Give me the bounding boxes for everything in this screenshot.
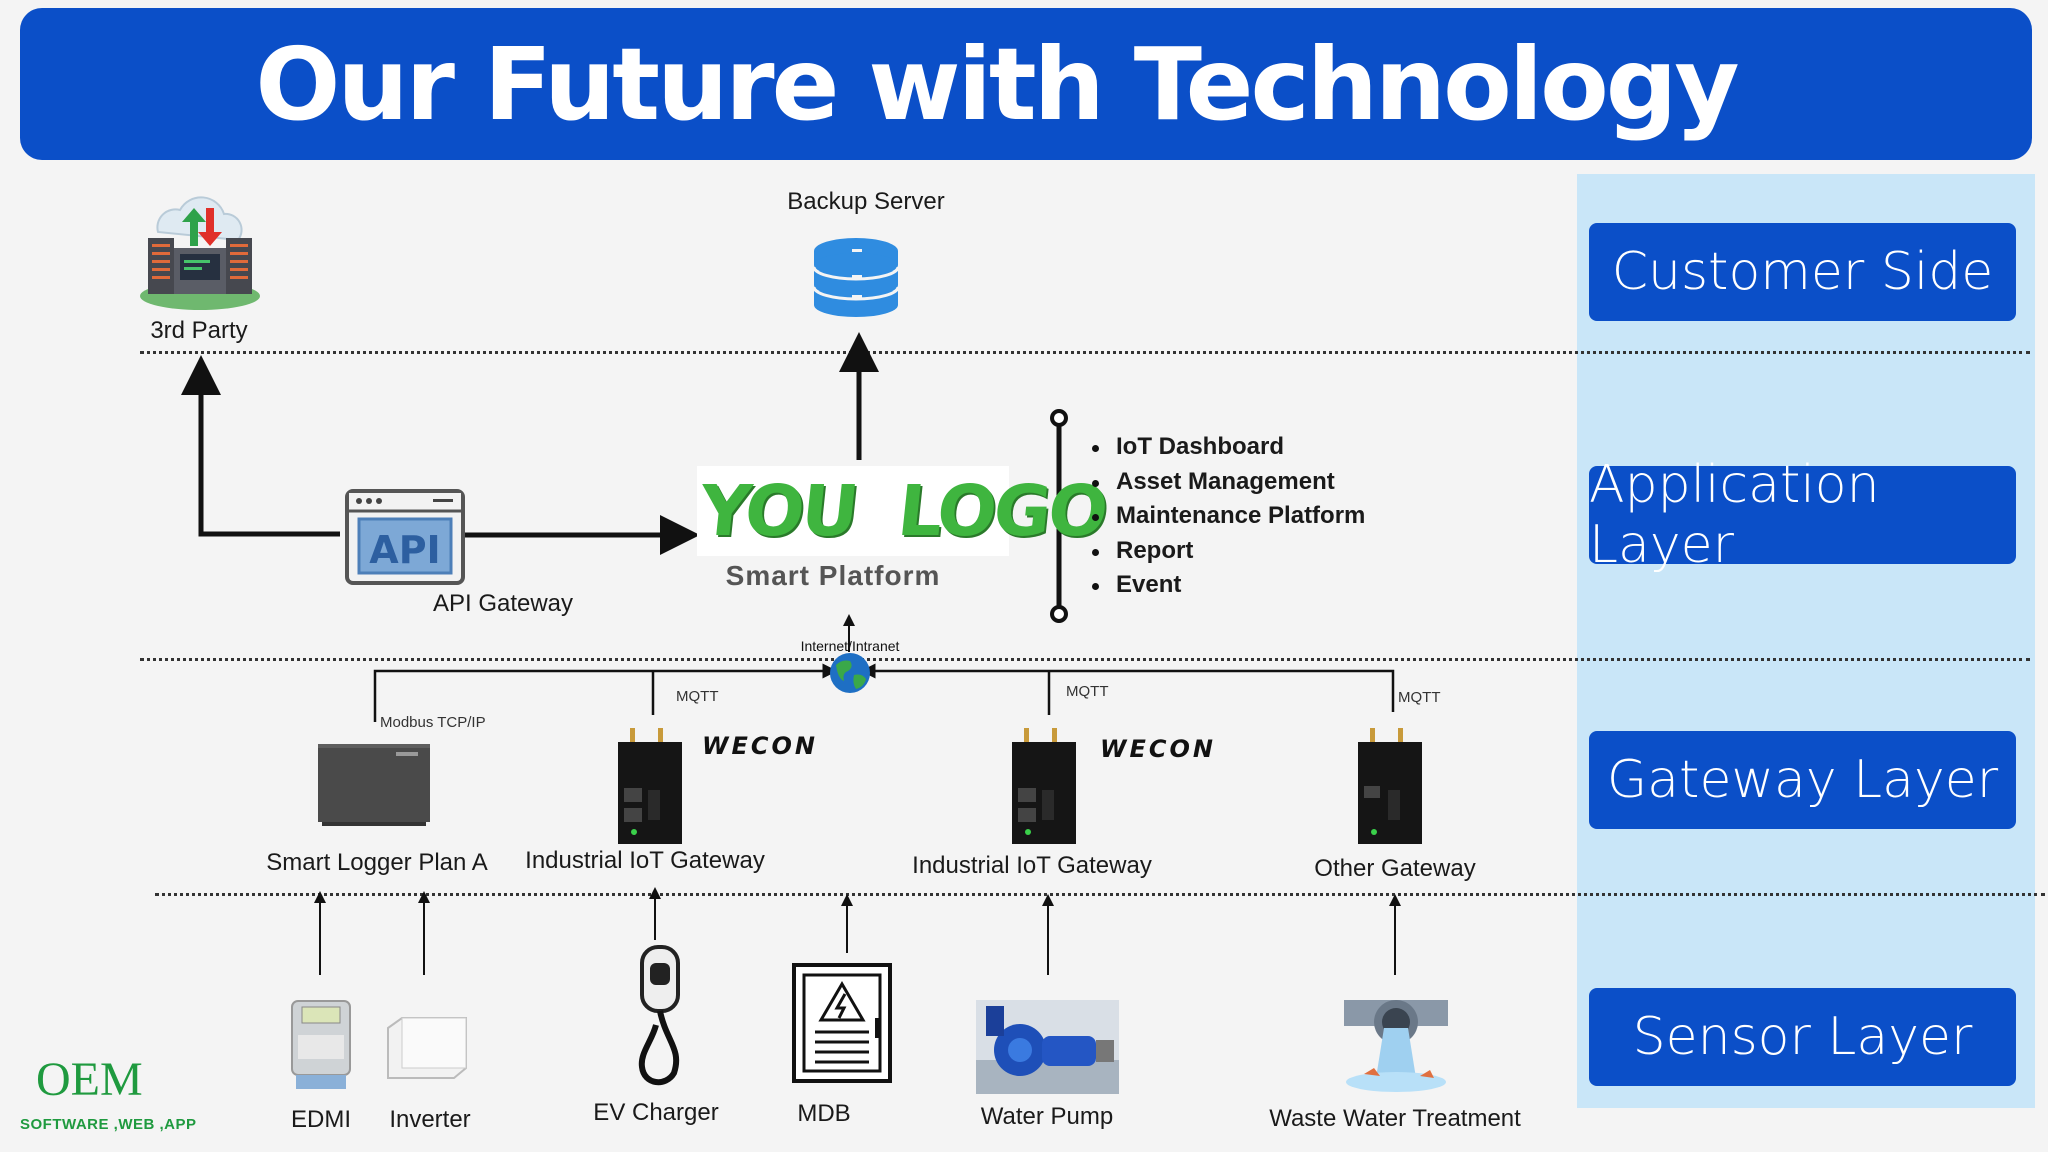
page-title: Our Future with Technology (255, 25, 1739, 143)
protocol-mqtt-1-label: MQTT (676, 688, 719, 705)
logo-word-right: LOGO (893, 470, 1110, 552)
feature-list: IoT Dashboard Asset Management Maintenan… (1090, 430, 1365, 603)
sensor-edmi-label: EDMI (291, 1106, 351, 1133)
sensor-inverter-label: Inverter (389, 1106, 471, 1133)
edmi-meter-icon (291, 1000, 351, 1089)
industrial-iot-gateway-1-icon (618, 728, 682, 844)
sensor-water-pump-label: Water Pump (980, 1103, 1114, 1130)
feature-asset-management: Asset Management (1090, 465, 1365, 500)
backup-server-label: Backup Server (787, 188, 945, 215)
layer-customer-side-button[interactable]: Customer Side (1589, 223, 2016, 321)
water-pump-icon (976, 1000, 1119, 1094)
layer-panel (1577, 174, 2035, 1108)
other-gateway-icon (1358, 728, 1422, 844)
oem-brand-name: OEM (36, 1053, 143, 1106)
smart-logger-label: Smart Logger Plan A (266, 849, 488, 876)
divider-gateway-sensor (155, 893, 2045, 896)
industrial-iot-gateway-1-label: Industrial IoT Gateway (525, 847, 765, 874)
feature-event: Event (1090, 568, 1365, 603)
other-gateway-label: Other Gateway (1314, 855, 1476, 882)
api-gateway-label: API Gateway (432, 590, 574, 617)
smart-platform-label: Smart Platform (725, 560, 941, 591)
wecon-logo-1: WECON (702, 732, 818, 760)
feature-maintenance-platform: Maintenance Platform (1090, 499, 1365, 534)
internet-label: Internet/Intranet (800, 638, 900, 654)
protocol-modbus-label: Modbus TCP/IP (380, 714, 486, 731)
industrial-iot-gateway-2-label: Industrial IoT Gateway (912, 852, 1152, 879)
globe-icon (830, 653, 870, 693)
third-party-label: 3rd Party (150, 317, 248, 344)
protocol-mqtt-3-label: MQTT (1398, 689, 1441, 706)
sensor-ev-charger-label: EV Charger (593, 1099, 719, 1126)
layer-gateway-button[interactable]: Gateway Layer (1589, 731, 2016, 829)
waste-water-treatment-icon (1344, 1000, 1448, 1092)
ev-charger-icon (638, 945, 680, 1085)
logo-placeholder (697, 466, 1009, 556)
mdb-panel-icon (792, 963, 892, 1083)
smart-logger-device-icon (318, 744, 430, 826)
sensor-waste-water-label: Waste Water Treatment (1269, 1105, 1521, 1132)
layer-sensor-button[interactable]: Sensor Layer (1589, 988, 2016, 1086)
api-to-third-party-arrow (181, 355, 340, 537)
logo-text: YOU LOGO (695, 470, 1110, 552)
database-icon (812, 238, 900, 317)
wecon-logo-2: WECON (1100, 735, 1216, 763)
oem-brand-tagline: SOFTWARE ,WEB ,APP (20, 1116, 197, 1133)
api-icon-text: API (369, 528, 440, 572)
third-party-cloud-icon (140, 196, 260, 310)
divider-customer-application (140, 351, 2030, 354)
api-gateway-icon: API (345, 489, 465, 585)
feature-report: Report (1090, 534, 1365, 569)
feature-iot-dashboard: IoT Dashboard (1090, 430, 1365, 465)
header-banner: Our Future with Technology (20, 8, 2032, 160)
protocol-mqtt-2-label: MQTT (1066, 683, 1109, 700)
sensor-mdb-label: MDB (797, 1100, 851, 1127)
industrial-iot-gateway-2-icon (1012, 728, 1076, 844)
logo-word-left: YOU (695, 470, 860, 552)
divider-application-gateway (140, 658, 2030, 661)
inverter-icon (387, 1017, 467, 1079)
